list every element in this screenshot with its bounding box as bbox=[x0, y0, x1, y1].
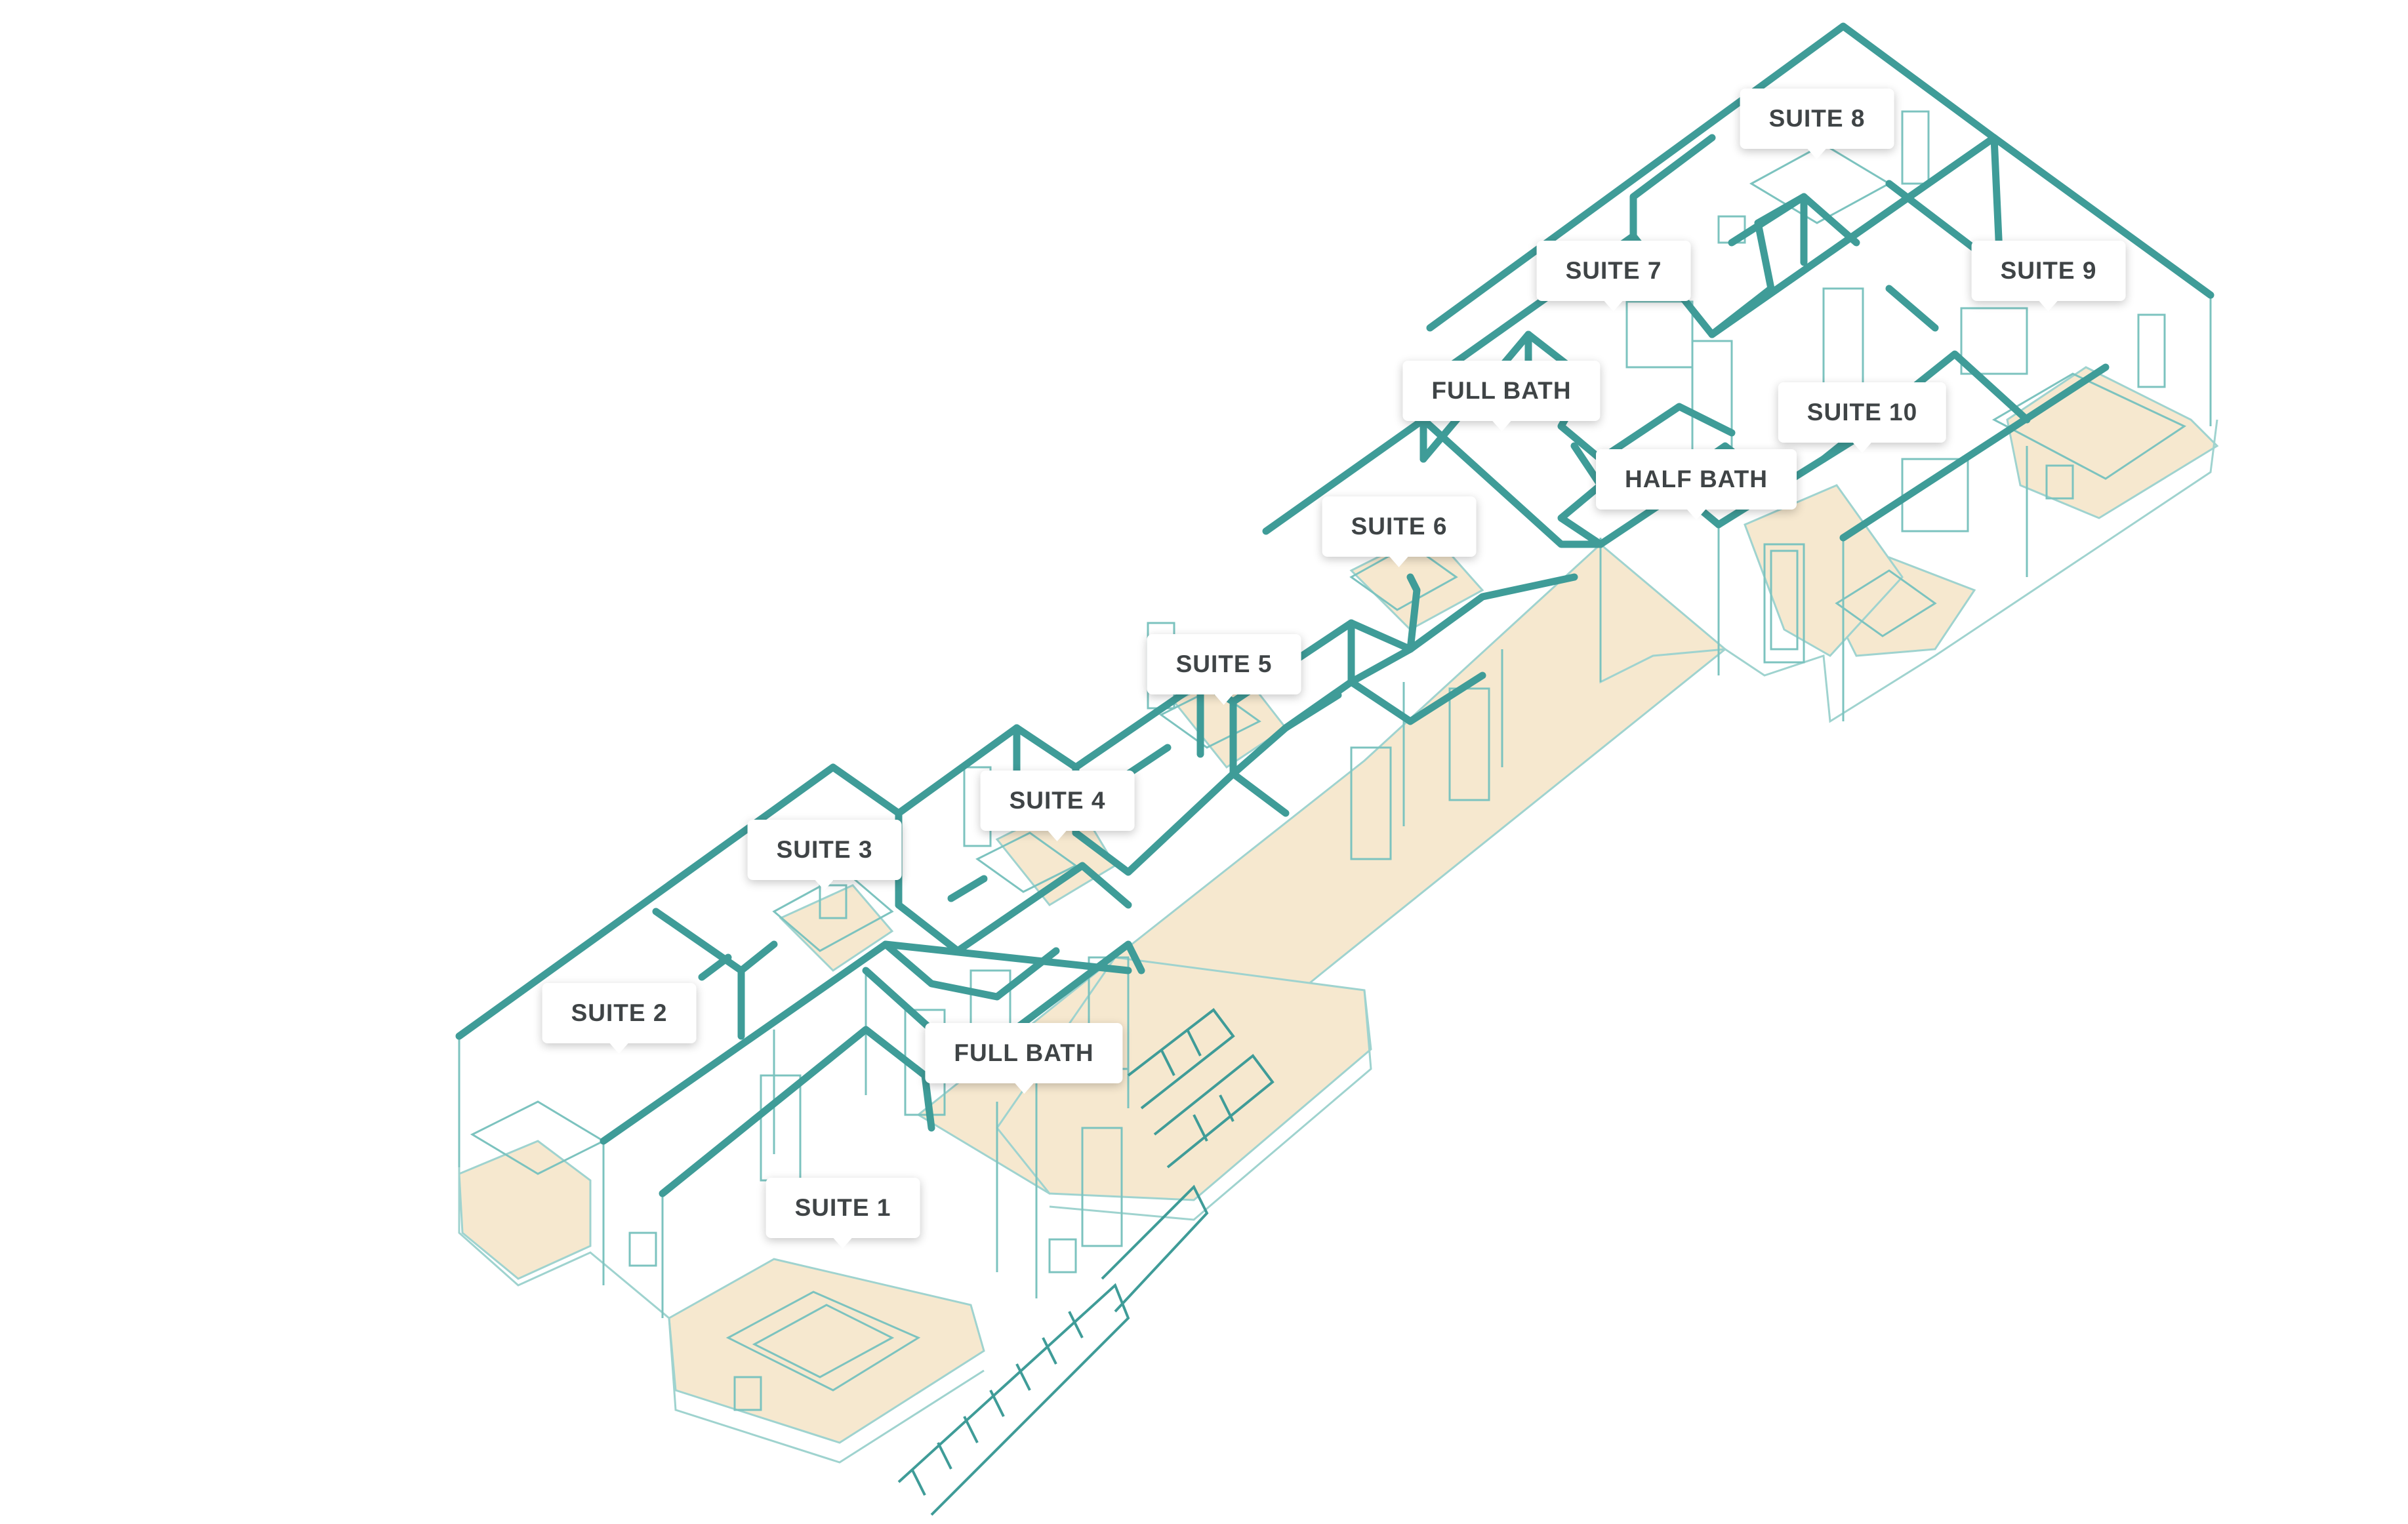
tag-pointer bbox=[815, 880, 834, 891]
tag-pointer bbox=[1686, 510, 1705, 520]
suite-3-floor bbox=[779, 884, 894, 972]
room-tag-suite-4[interactable]: SUITE 4 bbox=[980, 771, 1135, 841]
room-tag-label: SUITE 3 bbox=[776, 836, 873, 863]
room-tag-label: SUITE 5 bbox=[1175, 651, 1273, 677]
upper-north-wall bbox=[1262, 416, 1604, 548]
tag-pointer bbox=[1492, 421, 1511, 431]
staircase bbox=[897, 1008, 1275, 1516]
room-tag-label: SUITE 4 bbox=[1009, 787, 1106, 814]
tag-pointer bbox=[2039, 301, 2058, 311]
suite-2-floor bbox=[458, 1140, 592, 1280]
room-tag-label: SUITE 7 bbox=[1565, 257, 1662, 284]
room-tag-half-bath[interactable]: HALF BATH bbox=[1596, 449, 1797, 520]
interior-details bbox=[458, 110, 2212, 1411]
tag-pointer bbox=[1389, 557, 1408, 567]
room-tag-label: SUITE 8 bbox=[1768, 105, 1866, 132]
tag-pointer bbox=[1015, 1083, 1033, 1094]
room-tag-suite-10[interactable]: SUITE 10 bbox=[1778, 382, 1947, 453]
tag-pointer bbox=[1214, 694, 1233, 705]
room-tag-label: SUITE 6 bbox=[1351, 513, 1448, 540]
suite-1-floor bbox=[668, 1258, 985, 1444]
tag-pointer bbox=[1048, 831, 1067, 841]
room-tag-suite-3[interactable]: SUITE 3 bbox=[747, 820, 902, 891]
room-tag-suite-2[interactable]: SUITE 2 bbox=[542, 983, 697, 1054]
room-tag-suite-7[interactable]: SUITE 7 bbox=[1536, 241, 1691, 311]
room-tag-label: SUITE 10 bbox=[1806, 399, 1918, 426]
tag-pointer bbox=[1853, 443, 1871, 453]
tag-pointer bbox=[609, 1043, 628, 1054]
tag-pointer bbox=[1604, 301, 1623, 311]
room-tag-label: SUITE 9 bbox=[2000, 257, 2097, 284]
room-tag-suite-8[interactable]: SUITE 8 bbox=[1740, 89, 1894, 159]
tag-pointer bbox=[1807, 149, 1826, 159]
room-tag-label: SUITE 2 bbox=[571, 999, 668, 1026]
room-tag-suite-1[interactable]: SUITE 1 bbox=[765, 1178, 920, 1249]
room-tag-label: SUITE 1 bbox=[794, 1194, 891, 1221]
room-tag-full-bath-lower[interactable]: FULL BATH bbox=[925, 1023, 1123, 1094]
room-tag-label: HALF BATH bbox=[1625, 466, 1768, 492]
room-tag-suite-9[interactable]: SUITE 9 bbox=[1971, 241, 2126, 311]
room-tag-label: FULL BATH bbox=[1431, 377, 1572, 404]
tag-pointer bbox=[833, 1238, 852, 1249]
room-tag-suite-6[interactable]: SUITE 6 bbox=[1322, 496, 1477, 567]
room-tag-full-bath-upper[interactable]: FULL BATH bbox=[1402, 361, 1601, 431]
room-tag-suite-5[interactable]: SUITE 5 bbox=[1147, 634, 1301, 705]
suite-9-floor bbox=[2006, 366, 2219, 519]
room-tag-label: FULL BATH bbox=[954, 1039, 1094, 1066]
main-walls bbox=[455, 22, 2214, 1197]
